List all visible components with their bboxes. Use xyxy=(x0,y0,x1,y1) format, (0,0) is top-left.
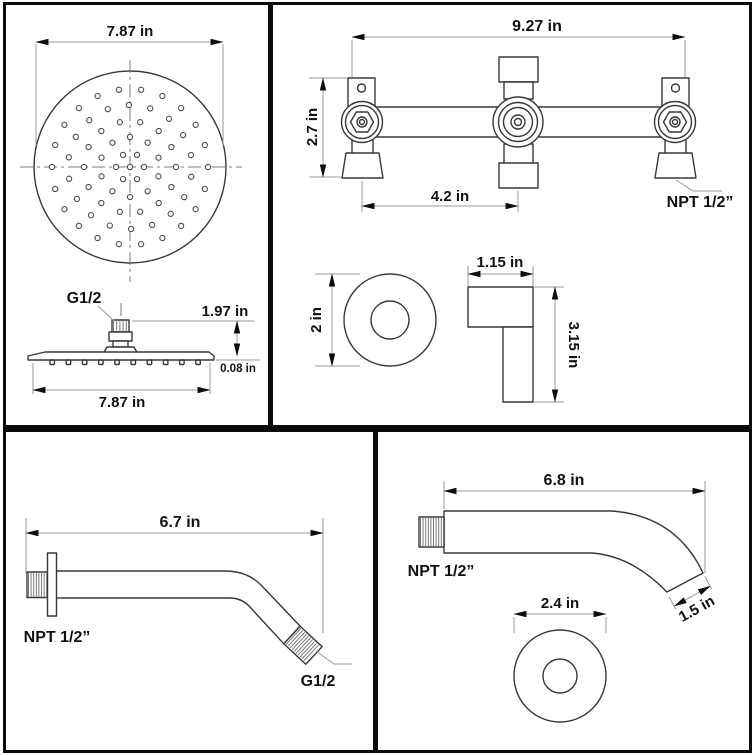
head-height-label: 1.97 in xyxy=(202,303,249,320)
label-head-thread: G1/2 xyxy=(67,290,115,322)
dim-spout-flange-diameter: 2.4 in xyxy=(513,595,607,633)
panel-shower-head: 7.87 in G1/2 1.97 in 0.08 in xyxy=(20,23,260,411)
dim-arm-length: 6.7 in xyxy=(25,514,324,633)
spout-flange-front-view xyxy=(513,629,607,723)
valve-height-label: 2.7 in xyxy=(304,108,321,146)
dim-escutcheon-diameter: 2 in xyxy=(308,273,360,367)
valve-right-port xyxy=(653,77,697,179)
valve-center-port xyxy=(492,56,544,189)
handle-width-label: 1.15 in xyxy=(477,254,524,271)
spout-thread-label: NPT 1/2” xyxy=(408,563,475,580)
dim-head-thickness: 0.08 in xyxy=(216,359,260,375)
panel-shower-arm: 6.7 in NPT 1/2” G1/2 xyxy=(24,514,352,690)
dim-handle-depth: 3.15 in xyxy=(534,286,582,403)
valve-port-spacing-label: 4.2 in xyxy=(431,188,469,205)
handle-side-view xyxy=(467,286,534,403)
head-side-diameter-label: 7.87 in xyxy=(99,394,146,411)
arm-head-thread-label: G1/2 xyxy=(301,673,336,690)
dim-valve-port-spacing: 4.2 in xyxy=(361,181,519,212)
head-thread-label: G1/2 xyxy=(67,290,102,307)
arm-outlet-thread xyxy=(283,625,323,665)
shower-head-side-view xyxy=(27,303,215,366)
dim-valve-overall-width: 9.27 in xyxy=(351,18,686,77)
panel-tub-spout: 6.8 in NPT 1/2” 1.5 in 2.4 in xyxy=(408,472,718,723)
dim-handle-width: 1.15 in xyxy=(467,254,534,286)
head-thickness-label: 0.08 in xyxy=(220,363,256,375)
spout-outlet-label: 1.5 in xyxy=(676,592,718,625)
nozzle-holes xyxy=(48,86,212,248)
label-valve-thread: NPT 1/2” xyxy=(667,179,734,211)
spout-length-label: 6.8 in xyxy=(544,472,585,489)
spout-flange-diameter-label: 2.4 in xyxy=(541,595,579,612)
shower-head-top-view xyxy=(20,60,242,282)
head-top-diameter-label: 7.87 in xyxy=(107,23,154,40)
valve-body xyxy=(340,56,697,189)
dim-valve-height: 2.7 in xyxy=(304,77,347,178)
dim-head-side-diameter: 7.87 in xyxy=(32,363,211,411)
dim-head-height: 1.97 in xyxy=(132,303,254,357)
panel-borders xyxy=(3,2,752,753)
handle-depth-label: 3.15 in xyxy=(565,322,582,369)
label-arm-head-thread: G1/2 xyxy=(301,650,352,690)
spout-thread-hatch xyxy=(420,518,442,546)
nozzle-bumps xyxy=(49,359,202,366)
thread-hatch xyxy=(113,321,127,331)
shower-arm xyxy=(26,552,323,665)
arm-wall-thread-label: NPT 1/2” xyxy=(24,629,91,646)
dim-spout-length: 6.8 in xyxy=(443,472,706,573)
arm-length-label: 6.7 in xyxy=(160,514,201,531)
dim-head-top-diameter: 7.87 in xyxy=(35,23,224,146)
arm-wall-thread-hatch xyxy=(28,573,48,597)
escutcheon-diameter-label: 2 in xyxy=(308,307,325,333)
valve-thread-label: NPT 1/2” xyxy=(667,194,734,211)
panel-valve: 9.27 in 2.7 in 4.2 in NPT 1/2” xyxy=(304,18,734,403)
valve-overall-width-label: 9.27 in xyxy=(512,18,562,35)
escutcheon-front-view xyxy=(343,273,437,367)
tub-spout xyxy=(418,510,704,593)
valve-left-port xyxy=(340,77,384,179)
